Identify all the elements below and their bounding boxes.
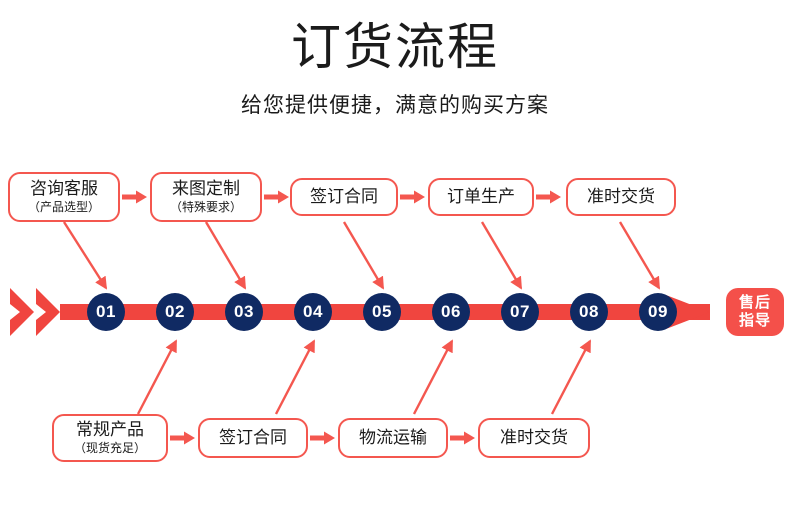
timeline-node-07[interactable]: 07 <box>501 293 539 331</box>
top-step-box-3-title: 签订合同 <box>310 187 378 206</box>
top-step-box-4-title: 订单生产 <box>447 187 515 206</box>
top-step-box-1[interactable]: 咨询客服 （产品选型） <box>8 172 120 222</box>
bottom-step-box-3-title: 物流运输 <box>359 428 427 447</box>
timeline-node-07-label: 07 <box>510 302 530 321</box>
timeline-node-09-label: 09 <box>648 302 668 321</box>
timeline-node-06-label: 06 <box>441 302 461 321</box>
top-step-box-2-title: 来图定制 <box>172 179 240 198</box>
bottom-box-arrow-2 <box>310 431 335 445</box>
top-step-box-4[interactable]: 订单生产 <box>428 178 534 216</box>
after-sales-badge[interactable]: 售后 指导 <box>726 288 784 336</box>
connector-top-4 <box>480 221 523 290</box>
connector-top-5 <box>618 221 661 290</box>
timeline-chevron-inner-icon <box>36 288 60 336</box>
page-subtitle: 给您提供便捷，满意的购买方案 <box>241 94 549 117</box>
timeline-node-06[interactable]: 06 <box>432 293 470 331</box>
timeline-node-01[interactable]: 01 <box>87 293 125 331</box>
connector-bottom-1 <box>136 339 178 415</box>
timeline-node-05[interactable]: 05 <box>363 293 401 331</box>
after-sales-badge-line1: 售后 <box>738 294 771 311</box>
top-box-arrow-4 <box>536 190 561 204</box>
connector-bottom-2 <box>274 339 316 415</box>
top-step-box-5-title: 准时交货 <box>587 187 655 206</box>
top-box-arrow-1 <box>122 190 147 204</box>
timeline-node-05-label: 05 <box>372 302 392 321</box>
timeline-node-08[interactable]: 08 <box>570 293 608 331</box>
bottom-step-box-2[interactable]: 签订合同 <box>198 418 308 458</box>
connector-top-1 <box>62 221 108 290</box>
bottom-step-box-1-subtitle: （现货充足） <box>73 441 146 455</box>
timeline-node-02[interactable]: 02 <box>156 293 194 331</box>
bottom-step-box-1-title: 常规产品 <box>76 420 144 439</box>
page-title: 订货流程 <box>291 19 499 75</box>
top-box-arrow-2 <box>264 190 289 204</box>
timeline-chevron-outer-icon <box>10 288 34 336</box>
bottom-box-arrow-1 <box>170 431 195 445</box>
top-step-box-2[interactable]: 来图定制 （特殊要求） <box>150 172 262 222</box>
timeline-node-02-label: 02 <box>165 302 185 321</box>
bottom-step-box-4[interactable]: 准时交货 <box>478 418 590 458</box>
top-step-box-1-title: 咨询客服 <box>30 179 98 198</box>
top-step-box-1-subtitle: （产品选型） <box>27 200 100 214</box>
timeline-node-09[interactable]: 09 <box>639 293 677 331</box>
top-box-arrow-3 <box>400 190 425 204</box>
bottom-step-box-3[interactable]: 物流运输 <box>338 418 448 458</box>
timeline-node-03[interactable]: 03 <box>225 293 263 331</box>
top-step-box-5[interactable]: 准时交货 <box>566 178 676 216</box>
timeline-node-08-label: 08 <box>579 302 599 321</box>
connector-top-3 <box>342 221 385 290</box>
connector-top-2 <box>204 221 247 290</box>
bottom-step-box-4-title: 准时交货 <box>500 428 568 447</box>
bottom-step-box-2-title: 签订合同 <box>219 428 287 447</box>
timeline-node-04[interactable]: 04 <box>294 293 332 331</box>
timeline-node-04-label: 04 <box>303 302 323 321</box>
bottom-box-arrow-3 <box>450 431 475 445</box>
timeline-node-01-label: 01 <box>96 302 116 321</box>
bottom-step-box-1[interactable]: 常规产品 （现货充足） <box>52 414 168 462</box>
after-sales-badge-line2: 指导 <box>738 312 771 329</box>
timeline-arrowhead-icon <box>666 295 710 329</box>
top-step-box-3[interactable]: 签订合同 <box>290 178 398 216</box>
timeline-node-03-label: 03 <box>234 302 254 321</box>
top-step-box-2-subtitle: （特殊要求） <box>169 200 242 214</box>
connector-bottom-4 <box>550 339 592 415</box>
connector-bottom-3 <box>412 339 454 415</box>
